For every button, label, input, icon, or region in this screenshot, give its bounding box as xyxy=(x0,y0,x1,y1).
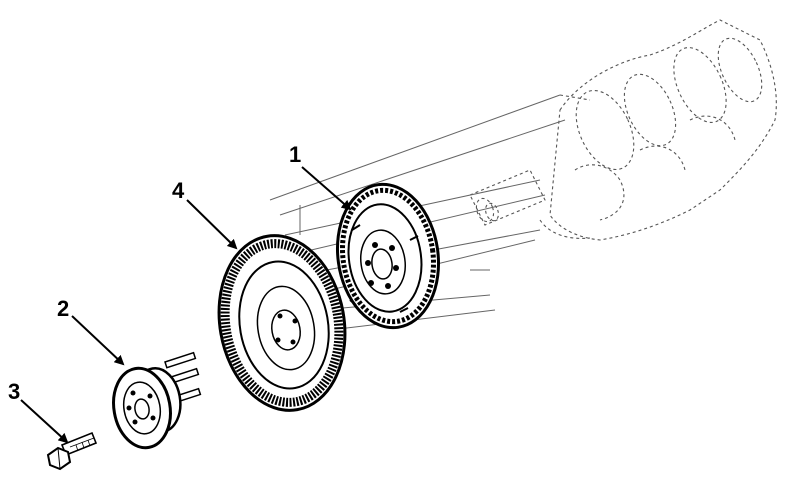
part-3-bolt xyxy=(46,431,98,471)
leader-3 xyxy=(20,399,69,444)
part-1-ring-gear xyxy=(335,182,441,330)
leader-4 xyxy=(186,199,238,250)
leader-1 xyxy=(301,166,352,211)
crankshaft-ghost xyxy=(469,19,777,241)
callout-2: 2 xyxy=(57,296,69,321)
callout-3: 3 xyxy=(8,379,20,404)
callout-4: 4 xyxy=(172,178,185,203)
leader-2 xyxy=(71,315,125,366)
part-2-hub-adapter xyxy=(112,351,202,450)
callout-labels: 1 4 2 3 xyxy=(8,142,301,404)
part-4-damper-pulley xyxy=(217,234,347,412)
callout-leaders xyxy=(20,166,352,444)
callout-1: 1 xyxy=(289,142,301,167)
